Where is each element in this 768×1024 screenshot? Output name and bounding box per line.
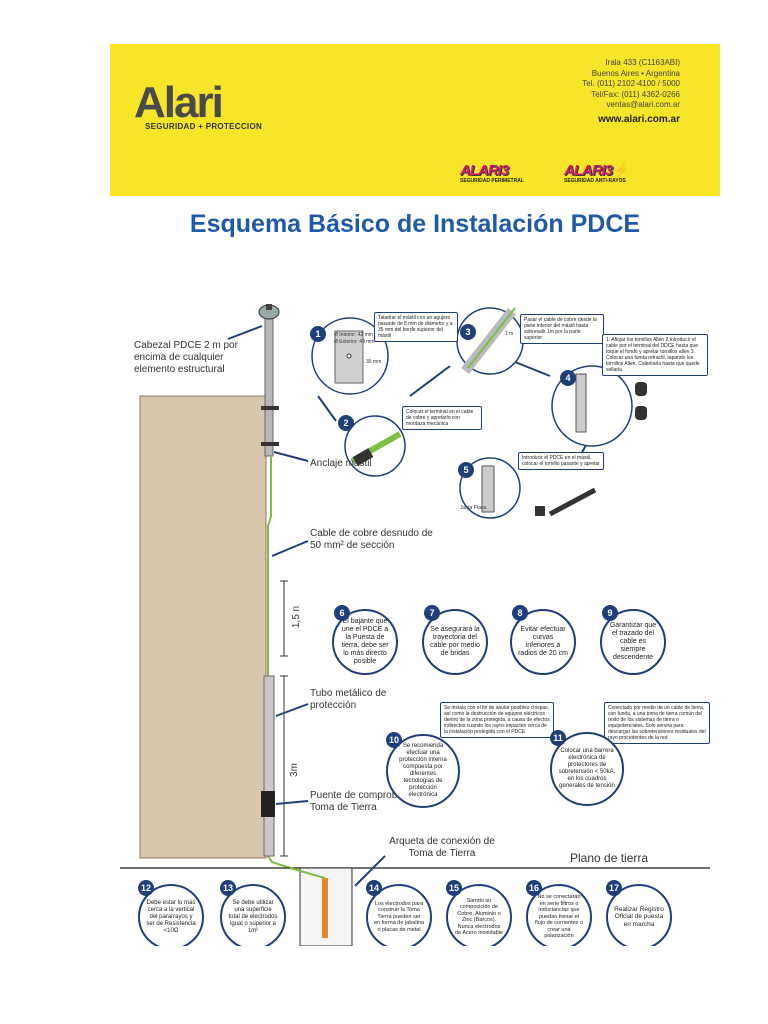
step-17-circle: Realizar Registro Oficial de puesta en m… — [606, 884, 672, 946]
website: www.alari.com.ar — [598, 114, 680, 125]
step-number-14: 14 — [366, 880, 382, 896]
arrow-cabezal — [227, 325, 263, 340]
step-3-note: Pasar el cable de cobre desde la parte i… — [520, 314, 604, 344]
label-plano: Plano de tierra — [570, 851, 649, 865]
diagram-drawing — [120, 304, 710, 946]
label-exterior-diam: Ø Exterior: 49 mm — [334, 339, 375, 345]
arrow-arqueta — [354, 855, 386, 887]
step-number-8: 8 — [512, 605, 528, 621]
step-15-circle: Siendo su composición de Cobre, Aluminio… — [446, 884, 512, 946]
label-interior-diam: Ø Interior: 42 mm — [334, 332, 373, 338]
header-banner: Alari SEGURIDAD + PROTECCION Irala 433 (… — [110, 44, 720, 196]
step-4-note: 1. Aflojar los tornillos Allen 2.Introdu… — [602, 334, 708, 376]
step-1-note: Taladrar el mástil con un agujero pasant… — [374, 312, 458, 342]
badge-perimetral-name: ALARI3 — [460, 162, 509, 179]
step-7-circle: Se asegurará la trayectoria del cable po… — [422, 609, 488, 675]
label-tubo: Tubo metálico de protección — [310, 688, 387, 711]
address-line-2: Buenos Aires • Argentina — [591, 68, 680, 78]
arrow-puente — [275, 800, 309, 805]
step-number-7: 7 — [424, 605, 440, 621]
badge-perimetral: ALARI3 SEGURIDAD PERIMETRAL — [460, 162, 524, 188]
lightning-icon: ⚡ — [612, 162, 630, 178]
step-number-13: 13 — [220, 880, 236, 896]
label-junta: Junta Plana — [460, 505, 487, 511]
mast — [264, 315, 274, 457]
badge-perimetral-sub: SEGURIDAD PERIMETRAL — [460, 178, 524, 184]
label-dim-35: 35 mm — [366, 359, 382, 365]
step-number-5: 5 — [458, 462, 474, 478]
label-dim-3m: 3m — [288, 763, 300, 777]
label-cable: Cable de cobre desnudo de 50 mm² de secc… — [310, 528, 433, 551]
test-bridge — [261, 791, 275, 817]
installation-diagram: Cabezal PDCE 2 m por encima de cualquier… — [110, 256, 720, 946]
step-11-circle: Colocar una barrera electrónica de prote… — [550, 732, 624, 806]
page-title: Esquema Básico de Instalación PDCE — [189, 210, 641, 238]
step-number-12: 12 — [138, 880, 154, 896]
phone-line: Tel. (011) 2102-4100 / 5000 — [582, 79, 680, 88]
step-8-circle: Evitar efectuar curvas inferiores a radi… — [510, 609, 576, 675]
step-2-note: Colocar el terminal en el cable de cobre… — [402, 406, 482, 430]
step-number-3: 3 — [460, 324, 476, 340]
label-dim-1m: 1 m — [505, 331, 514, 337]
step-number-11: 11 — [550, 730, 566, 746]
step-number-16: 16 — [526, 880, 542, 896]
logo-tagline: SEGURIDAD + PROTECCION — [145, 122, 263, 131]
step-number-15: 15 — [446, 880, 462, 896]
step-10-note: Se instala con el fin de anular posibles… — [440, 702, 554, 738]
label-cabezal: Cabezal PDCE 2 m por encima de cualquier… — [134, 340, 238, 375]
step-number-9: 9 — [602, 605, 618, 621]
mast-bracket-2 — [261, 442, 279, 446]
step-11-note: Conectado por medio de un cable de tierr… — [604, 702, 710, 744]
step-number-10: 10 — [386, 732, 402, 748]
label-anclaje: Anclaje mástil — [310, 458, 372, 469]
step-number-2: 2 — [338, 415, 354, 431]
badge-antirayos-sub: SEGURIDAD ANTI-RAYOS — [564, 178, 626, 184]
alari-logo: Alari — [134, 78, 224, 127]
document-page: Alari SEGURIDAD + PROTECCION Irala 433 (… — [110, 44, 720, 946]
arrow-tubo — [275, 703, 309, 717]
arrow-cable — [271, 540, 309, 557]
label-puente: Puente de comprobación Toma de Tierra — [310, 790, 422, 813]
building-wall — [139, 395, 267, 859]
email-line: ventas@alari.com.ar — [606, 100, 680, 109]
step-number-4: 4 — [560, 370, 576, 386]
step-5-note: Introducir el PDCE en el mástil, colocar… — [518, 452, 604, 470]
step-number-6: 6 — [334, 605, 350, 621]
step-number-1: 1 — [310, 326, 326, 342]
label-arqueta: Arqueta de conexión de Toma de Tierra — [389, 836, 495, 859]
address-line-1: Irala 433 (C1163ABI) — [605, 58, 680, 67]
fax-line: Tel/Fax: (011) 4362-0266 — [591, 89, 680, 99]
arrow-anclaje — [273, 451, 309, 462]
label-dim-1-5: 1,5 n — [291, 605, 303, 629]
step-number-17: 17 — [606, 880, 622, 896]
metal-tube — [263, 675, 275, 857]
contact-block: Irala 433 (C1163ABI) Buenos Aires • Arge… — [582, 58, 680, 111]
badge-antirayos-name: ALARI3 — [564, 162, 613, 179]
badge-antirayos: ALARI3⚡ SEGURIDAD ANTI-RAYOS — [564, 162, 630, 188]
earth-electrode — [322, 878, 328, 938]
mast-bracket-1 — [261, 406, 279, 410]
